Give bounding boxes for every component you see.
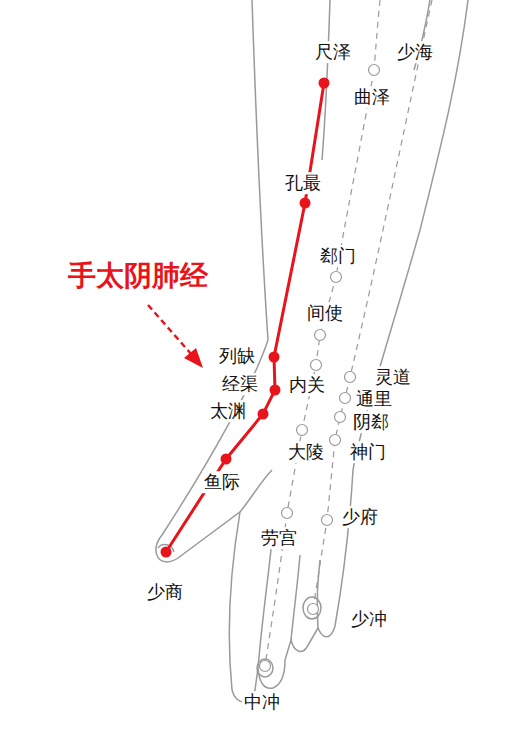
acupoint-label: 内关 bbox=[287, 374, 327, 396]
acupoint-label: 少商 bbox=[145, 581, 185, 603]
acupoint-label: 中冲 bbox=[242, 691, 282, 713]
meridian-title: 手太阴肺经 bbox=[68, 259, 208, 293]
acupoint-label: 少冲 bbox=[349, 608, 389, 630]
acupoint-label: 间使 bbox=[305, 302, 345, 324]
other-meridians bbox=[265, 0, 432, 666]
acupoint-label: 劳宫 bbox=[259, 527, 299, 549]
acupoint-label: 尺泽 bbox=[313, 41, 353, 63]
acupoint-label: 通里 bbox=[354, 388, 394, 410]
acupoint-label: 阴郄 bbox=[351, 411, 391, 433]
acupoint-label: 列缺 bbox=[217, 345, 257, 367]
acupoint-label: 经渠 bbox=[220, 373, 260, 395]
acupoint-label: 灵道 bbox=[373, 366, 413, 388]
acupoint-label: 曲泽 bbox=[352, 86, 392, 108]
acupoint-label: 鱼际 bbox=[202, 471, 242, 493]
acupoint-label: 神门 bbox=[348, 441, 388, 463]
other-points bbox=[260, 65, 380, 672]
acupoint-label: 孔最 bbox=[283, 172, 323, 194]
acupoint-label: 少海 bbox=[395, 41, 435, 63]
acupoint-label: 大陵 bbox=[286, 441, 326, 463]
acupoint-label: 太渊 bbox=[208, 400, 248, 422]
title-pointer bbox=[148, 305, 203, 368]
lung-meridian-line bbox=[166, 83, 324, 552]
arm-outline bbox=[156, 0, 468, 702]
acupoint-label: 少府 bbox=[340, 506, 380, 528]
acupoint-label: 郄门 bbox=[318, 245, 358, 267]
